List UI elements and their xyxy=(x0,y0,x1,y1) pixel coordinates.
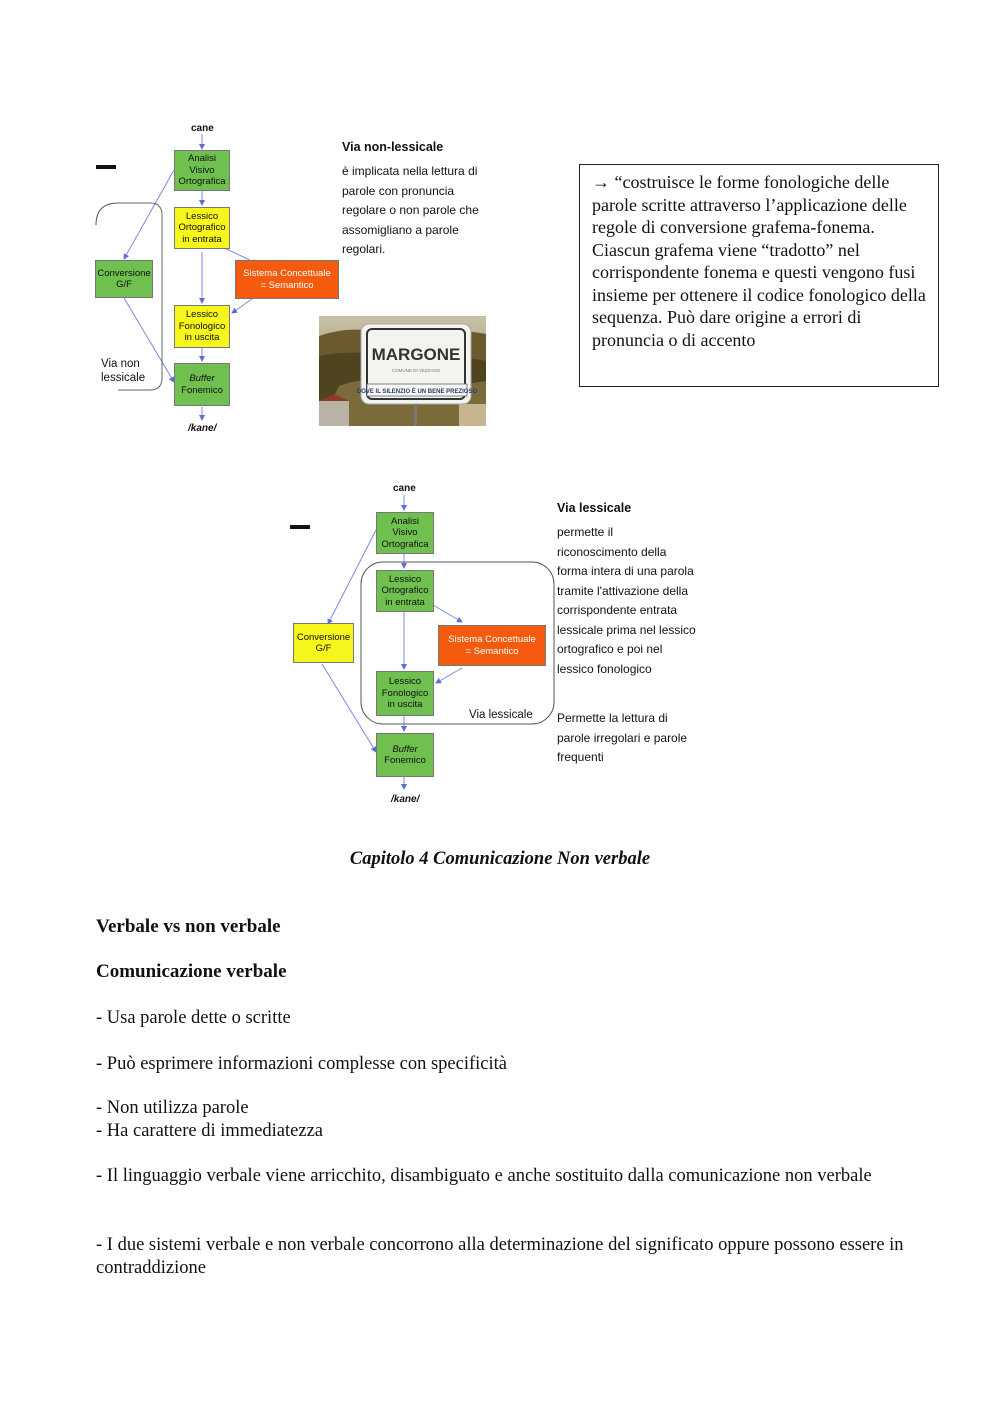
input-word: cane xyxy=(191,123,214,134)
via-non-lessicale-description: è implicata nella lettura di parole con … xyxy=(342,164,479,256)
chapter-caption: Capitolo 4 Comunicazione Non verbale xyxy=(349,849,651,869)
buffer-label: Buffer xyxy=(392,743,418,755)
dash-mark xyxy=(290,525,310,529)
analisi-visivo-box: Analisi Visivo Ortografica xyxy=(174,150,230,191)
via-lessicale-description: permette il riconoscimento della forma i… xyxy=(557,525,696,676)
sign-main-text: MARGONE xyxy=(372,345,461,364)
buffer-label-second: Fonemico xyxy=(181,384,223,396)
buffer-label-second: Fonemico xyxy=(384,755,426,766)
lessico-entrata-box: Lessico Ortografico in entrata xyxy=(376,570,434,612)
margone-sign-photo: MARGONE COMUNE DI VEZZANO DOVE IL SILENZ… xyxy=(319,316,486,426)
bullet-paragraph: - I due sistemi verbale e non verbale co… xyxy=(96,1235,904,1278)
output-word: /kane/ xyxy=(391,794,420,805)
buffer-fonemico-box: Buffer Fonemico xyxy=(174,363,230,406)
conversione-quote-box: → “costruisce le forme fonologiche delle… xyxy=(579,164,939,387)
heading-verbale-vs-non-verbale: Verbale vs non verbale xyxy=(96,916,281,937)
route-label: Via lessicale xyxy=(469,709,533,721)
buffer-label: Buffer xyxy=(189,373,215,384)
via-lessicale-title: Via lessicale xyxy=(557,501,632,515)
route-label: Via non lessicale xyxy=(101,358,146,384)
sign-banner-text: DOVE IL SILENZIO È UN BENE PREZIOSO xyxy=(357,387,478,395)
lessico-uscita-box: Lessico Fonologico in uscita xyxy=(376,671,434,716)
input-word: cane xyxy=(393,483,416,494)
dash-mark xyxy=(96,165,116,169)
sign-small-text: COMUNE DI VEZZANO xyxy=(392,368,441,373)
bullet-paragraph: - Ha carattere di immediatezza xyxy=(96,1121,323,1141)
sistema-concettuale-box: Sistema Concettuale = Semantico xyxy=(235,260,339,299)
heading-comunicazione-verbale: Comunicazione verbale xyxy=(96,961,287,982)
via-lessicale-description-2: Permette la lettura di parole irregolari… xyxy=(557,711,688,764)
bullet-paragraph: - Il linguaggio verbale viene arricchito… xyxy=(96,1166,872,1186)
conversione-gf-box: Conversione G/F xyxy=(95,260,153,298)
bullet-paragraph: - Usa parole dette o scritte xyxy=(96,1008,291,1028)
sistema-concettuale-box: Sistema Concettuale = Semantico xyxy=(438,625,546,666)
conversione-gf-box: Conversione G/F xyxy=(293,623,354,663)
lessico-entrata-box: Lessico Ortografico in entrata xyxy=(174,207,230,249)
output-word: /kane/ xyxy=(188,423,217,434)
lessico-uscita-box: Lessico Fonologico in uscita xyxy=(174,305,230,348)
bullet-paragraph: - Può esprimere informazioni complesse c… xyxy=(96,1054,507,1074)
bullet-paragraph: - Non utilizza parole xyxy=(96,1098,249,1118)
via-non-lessicale-title: Via non-lessicale xyxy=(342,140,444,154)
analisi-visivo-box: Analisi Visivo Ortografica xyxy=(376,512,434,554)
buffer-fonemico-box: Buffer Fonemico xyxy=(376,733,434,777)
